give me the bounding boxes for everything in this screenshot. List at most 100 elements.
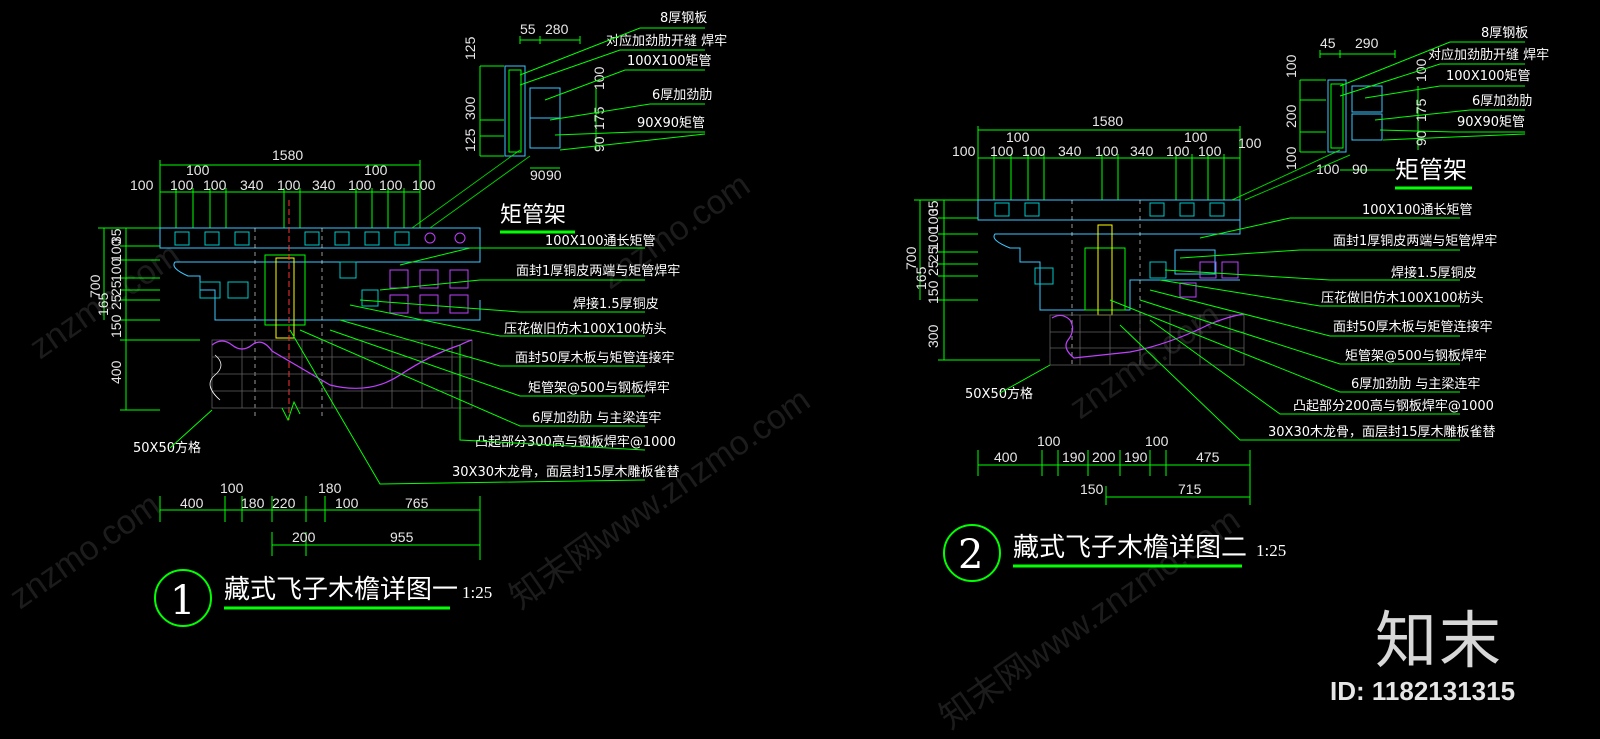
svg-text:90: 90 (1352, 161, 1368, 177)
svg-text:200: 200 (292, 529, 316, 545)
svg-text:165: 165 (913, 266, 929, 290)
svg-text:压花做旧仿木100X100枋头: 压花做旧仿木100X100枋头 (504, 321, 667, 337)
drawing-title: 藏式飞子木檐详图二 (1013, 533, 1247, 563)
svg-text:100: 100 (1283, 54, 1299, 78)
svg-text:90: 90 (530, 167, 546, 183)
svg-text:100: 100 (1283, 146, 1299, 170)
svg-text:190: 190 (1062, 449, 1086, 465)
watermark-id: ID: 1182131315 (1330, 676, 1516, 706)
svg-text:220: 220 (272, 495, 296, 511)
top-dim-labels: 1580 100 100 100 100 100 340 100 340 100… (130, 147, 436, 193)
svg-text:100: 100 (952, 143, 976, 159)
svg-text:25: 25 (108, 280, 124, 296)
svg-text:150: 150 (925, 280, 941, 304)
svg-text:100X100矩管: 100X100矩管 (1446, 69, 1531, 84)
carving-outline-2 (1051, 313, 1245, 359)
svg-text:30X30木龙骨，面层封15厚木雕板雀替: 30X30木龙骨，面层封15厚木雕板雀替 (452, 465, 680, 480)
notes-2: 100X100通长矩管 面封1厚铜皮两端与矩管焊牢 焊接1.5厚铜皮 压花做旧仿… (1268, 203, 1497, 440)
svg-text:100: 100 (186, 162, 210, 178)
svg-text:100: 100 (220, 480, 244, 496)
svg-text:100: 100 (1145, 433, 1169, 449)
drawing-title: 藏式飞子木檐详图一 (224, 575, 458, 605)
svg-text:100: 100 (925, 226, 941, 250)
svg-text:765: 765 (405, 495, 429, 511)
detail-drawing-1: 1580 100 100 100 100 100 340 100 340 100… (87, 11, 727, 627)
svg-text:90X90矩管: 90X90矩管 (637, 116, 705, 131)
svg-text:矩管架@500与钢板焊牢: 矩管架@500与钢板焊牢 (528, 380, 670, 396)
drawing-number-circle (943, 524, 1001, 582)
svg-text:100: 100 (130, 177, 154, 193)
title-block-2: 2 藏式飞子木檐详图二 1:25 (943, 524, 1286, 582)
svg-text:180: 180 (318, 480, 342, 496)
svg-text:1580: 1580 (1092, 113, 1123, 129)
svg-text:400: 400 (108, 360, 124, 384)
svg-text:200: 200 (1283, 104, 1299, 128)
tube-frame-inset-1 (479, 36, 597, 169)
svg-text:100X100矩管: 100X100矩管 (627, 54, 712, 69)
bottom-dimensions-2 (977, 450, 1251, 505)
left-dimensions-2 (914, 199, 1040, 361)
inset-dim-labels-2: 45 290 100 200 100 100 175 90 100 90 (1283, 35, 1429, 177)
svg-text:90: 90 (591, 136, 607, 152)
svg-text:180: 180 (241, 495, 265, 511)
svg-text:100: 100 (1198, 143, 1222, 159)
svg-text:凸起部分300高与钢板焊牢@1000: 凸起部分300高与钢板焊牢@1000 (475, 434, 676, 450)
svg-text:100: 100 (335, 495, 359, 511)
title-block-1: 1 藏式飞子木檐详图一 1:25 (154, 569, 492, 627)
svg-text:8厚钢板: 8厚钢板 (1481, 26, 1528, 41)
svg-text:100: 100 (203, 177, 227, 193)
svg-text:700: 700 (87, 274, 103, 298)
svg-text:znzmo.com: znzmo.com (3, 486, 167, 617)
svg-text:340: 340 (1058, 143, 1082, 159)
svg-text:100: 100 (364, 162, 388, 178)
svg-text:100X100通长矩管: 100X100通长矩管 (545, 234, 656, 249)
svg-text:100: 100 (108, 238, 124, 262)
svg-text:35: 35 (925, 200, 941, 216)
grid-label-1: 50X50方格 (133, 440, 201, 456)
top-dim-labels-2: 1580 100 100 100 100 100 340 100 340 100… (952, 113, 1262, 159)
svg-text:475: 475 (1196, 449, 1220, 465)
svg-text:150: 150 (1080, 481, 1104, 497)
note-leaders-2 (1109, 217, 1460, 441)
svg-text:100: 100 (412, 177, 436, 193)
svg-text:6厚加劲肋 与主梁连牢: 6厚加劲肋 与主梁连牢 (532, 410, 661, 426)
svg-text:340: 340 (312, 177, 336, 193)
svg-text:100: 100 (1184, 129, 1208, 145)
drawing-scale: 1:25 (462, 583, 492, 602)
svg-text:90X90矩管: 90X90矩管 (1457, 115, 1525, 130)
svg-text:焊接1.5厚铜皮: 焊接1.5厚铜皮 (1391, 265, 1477, 281)
svg-text:100: 100 (277, 177, 301, 193)
detail-drawing-2: 1580 100 100 100 100 100 340 100 340 100… (903, 26, 1549, 582)
inset-leaders-2 (1231, 41, 1526, 201)
watermark-logo: 知末 (1375, 604, 1504, 677)
svg-text:面封1厚铜皮两端与矩管焊牢: 面封1厚铜皮两端与矩管焊牢 (1333, 233, 1497, 249)
carved-rafters-2 (1179, 261, 1239, 298)
inset-dim-labels-1: 55 280 125 300 125 100 175 90 90 90 (462, 21, 607, 183)
svg-text:面封1厚铜皮两端与矩管焊牢: 面封1厚铜皮两端与矩管焊牢 (516, 263, 680, 279)
svg-text:700: 700 (903, 246, 919, 270)
carved-panel-grid-1 (211, 339, 473, 409)
top-dimensions (159, 160, 421, 228)
svg-text:100: 100 (1238, 135, 1262, 151)
drawing-scale: 1:25 (1256, 541, 1286, 560)
svg-text:焊接1.5厚铜皮: 焊接1.5厚铜皮 (573, 296, 659, 312)
svg-text:400: 400 (994, 449, 1018, 465)
svg-text:175: 175 (591, 106, 607, 130)
svg-text:25: 25 (108, 294, 124, 310)
svg-text:100: 100 (379, 177, 403, 193)
svg-text:面封50厚木板与矩管连接牢: 面封50厚木板与矩管连接牢 (515, 350, 675, 366)
bottom-dim-labels-2: 100 100 400 190 200 190 475 150 715 (994, 433, 1220, 497)
svg-text:715: 715 (1178, 481, 1202, 497)
svg-text:300: 300 (462, 96, 478, 120)
svg-text:100: 100 (1316, 161, 1340, 177)
svg-text:100: 100 (1022, 143, 1046, 159)
svg-text:400: 400 (180, 495, 204, 511)
svg-text:175: 175 (1413, 98, 1429, 122)
eave-section-1 (159, 200, 481, 420)
grid-label-2: 50X50方格 (965, 386, 1033, 402)
svg-text:100: 100 (108, 258, 124, 282)
svg-text:1580: 1580 (272, 147, 303, 163)
drawing-number: 2 (958, 532, 983, 578)
svg-text:凸起部分200高与钢板焊牢@1000: 凸起部分200高与钢板焊牢@1000 (1293, 398, 1494, 414)
